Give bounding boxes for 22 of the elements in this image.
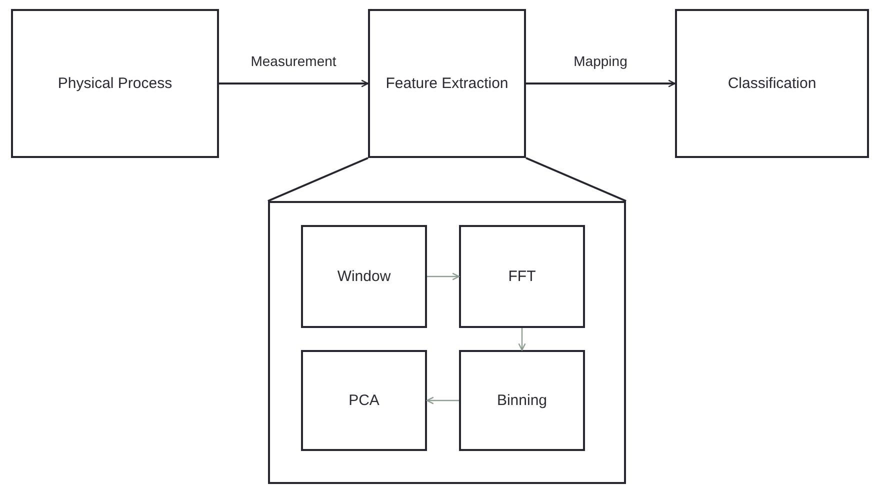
node-label: PCA: [348, 392, 380, 409]
process-box: [11, 9, 219, 158]
step-box: [301, 225, 427, 328]
node-label: Window: [336, 268, 392, 285]
zoom-line: [526, 157, 626, 202]
node-label: FFT: [507, 268, 537, 285]
process-box: [368, 9, 526, 158]
arrow: [526, 80, 676, 88]
step-box: [301, 350, 427, 451]
arrow: [427, 272, 460, 280]
zoom-line: [268, 157, 368, 202]
arrow: [426, 396, 459, 404]
step-box: [459, 225, 585, 328]
node-label: Classification: [726, 75, 818, 92]
detail-box: [268, 201, 626, 484]
node-label: Feature Extraction: [384, 75, 510, 92]
node-label: Binning: [496, 392, 548, 409]
arrow: [518, 328, 526, 351]
node-label: Physical Process: [56, 75, 174, 92]
step-box: [459, 350, 585, 451]
process-box: [675, 9, 869, 158]
arrow: [219, 80, 369, 88]
